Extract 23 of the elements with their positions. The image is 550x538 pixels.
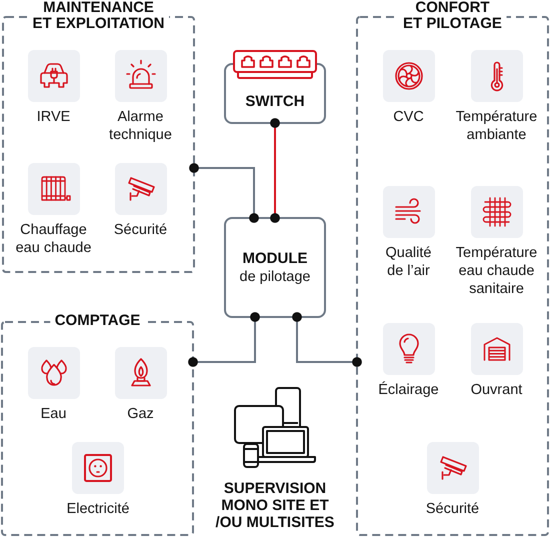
item-label: Éclairage: [378, 381, 439, 399]
connector-line: [270, 118, 280, 223]
connector-line: [188, 312, 260, 367]
node-title: SWITCH: [245, 93, 305, 111]
node-subtitle: de pilotage: [240, 268, 310, 286]
item-label: Ouvrant: [470, 381, 522, 399]
item-label: Sécurité: [426, 500, 480, 518]
node-title: SUPERVISION MONO SITE ET /OU MULTISITES: [216, 480, 334, 531]
item-label: Température eau chaude sanitaire: [456, 244, 538, 298]
item-label: CVC: [393, 108, 424, 126]
item-label: IRVE: [36, 108, 70, 126]
node-box: [224, 217, 326, 318]
item-label: Electricité: [66, 500, 130, 518]
item-label: Température ambiante: [456, 108, 538, 144]
item-label: Eau: [40, 405, 66, 423]
connector-line: [189, 163, 259, 223]
item-label: Chauffage eau chaude: [16, 221, 92, 257]
item-label: Qualité de l’air: [386, 244, 432, 280]
connector-line: [292, 312, 362, 367]
item-label: Sécurité: [114, 221, 168, 239]
item-label: Alarme technique: [109, 108, 172, 144]
item-label: Gaz: [127, 405, 154, 423]
node-title: MODULE: [242, 250, 308, 268]
